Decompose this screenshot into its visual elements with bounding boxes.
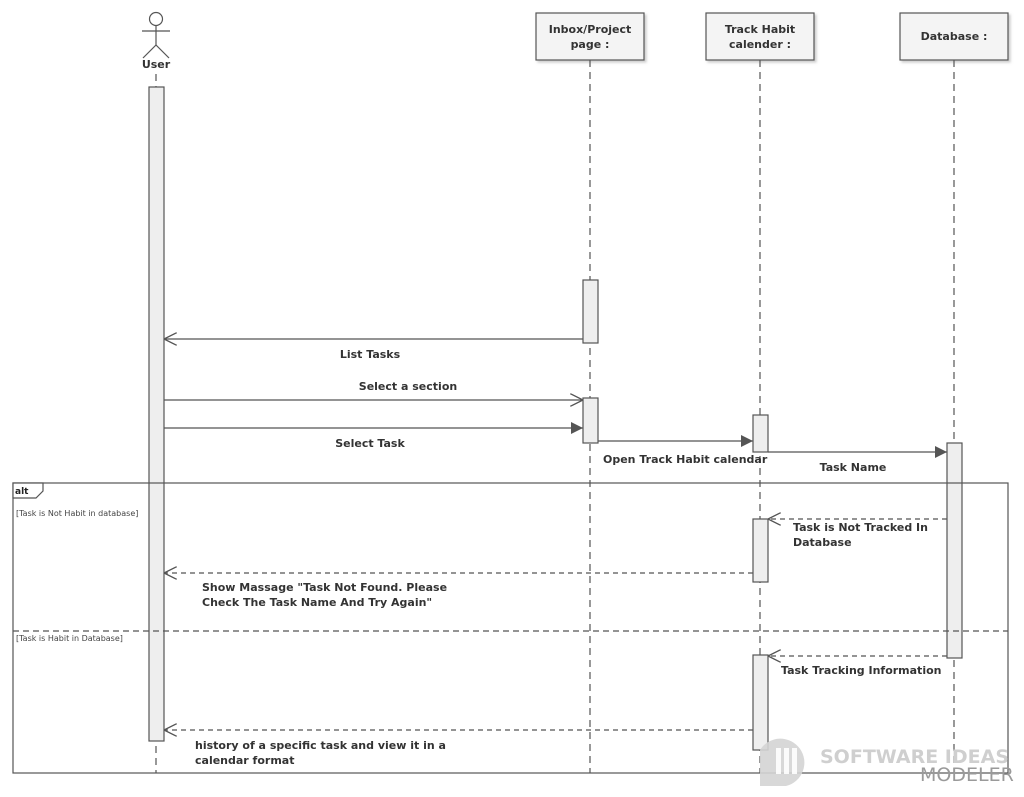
alt-fragment: alt [Task is Not Habit in database] [Tas… bbox=[12, 482, 1009, 774]
participant-track-label-line1: Track Habit bbox=[725, 23, 795, 36]
watermark-line-1: SOFTWARE IDEAS bbox=[820, 746, 1009, 768]
message-list-tasks-label: List Tasks bbox=[340, 348, 401, 361]
participant-inbox-label-line2: page : bbox=[571, 38, 610, 51]
participant-track-habit-calender: Track Habit calender : bbox=[705, 12, 815, 61]
message-open-track-habit: Open Track Habit calendar bbox=[598, 435, 768, 466]
inbox-activation-1 bbox=[582, 279, 599, 344]
message-not-tracked-label-2: Database bbox=[793, 536, 852, 549]
participant-database-label: Database : bbox=[921, 30, 988, 43]
message-show-massage: Show Massage "Task Not Found. Please Che… bbox=[164, 573, 753, 609]
alt-guard-1: [Task is Not Habit in database] bbox=[16, 509, 138, 518]
message-not-tracked-label-1: Task is Not Tracked In bbox=[793, 521, 928, 534]
message-select-section: Select a section bbox=[164, 380, 583, 400]
software-ideas-modeler-watermark: SOFTWARE IDEAS MODELER bbox=[760, 738, 1014, 786]
track-activation-2 bbox=[752, 518, 769, 583]
participant-inbox-label-line1: Inbox/Project bbox=[549, 23, 632, 36]
participant-inbox-project-page: Inbox/Project page : bbox=[535, 12, 645, 61]
message-show-massage-label-2: Check The Task Name And Try Again" bbox=[202, 596, 432, 609]
message-history-label-1: history of a specific task and view it i… bbox=[195, 739, 446, 752]
message-task-name: Task Name bbox=[768, 446, 947, 474]
alt-guard-2: [Task is Habit in Database] bbox=[16, 634, 123, 643]
message-list-tasks: List Tasks bbox=[164, 339, 583, 361]
message-select-task-label: Select Task bbox=[335, 437, 405, 450]
alt-operator-label: alt bbox=[15, 487, 29, 497]
message-history-label-2: calendar format bbox=[195, 754, 294, 767]
message-select-section-label: Select a section bbox=[359, 380, 457, 393]
track-activation-1 bbox=[752, 414, 769, 453]
user-activation bbox=[148, 86, 165, 742]
message-tracking-info: Task Tracking Information bbox=[768, 656, 947, 677]
message-history: history of a specific task and view it i… bbox=[164, 730, 753, 767]
message-show-massage-label-1: Show Massage "Task Not Found. Please bbox=[202, 581, 447, 594]
user-actor-label: User bbox=[142, 58, 171, 71]
message-task-name-label: Task Name bbox=[820, 461, 887, 474]
message-select-task: Select Task bbox=[164, 422, 583, 450]
user-actor bbox=[142, 11, 170, 59]
participant-track-label-line2: calender : bbox=[729, 38, 791, 51]
inbox-activation-2 bbox=[582, 397, 599, 444]
track-activation-3 bbox=[752, 654, 769, 751]
message-open-track-habit-label: Open Track Habit calendar bbox=[603, 453, 768, 466]
database-activation bbox=[946, 442, 963, 659]
message-tracking-info-label: Task Tracking Information bbox=[781, 664, 941, 677]
watermark-line-2: MODELER bbox=[920, 764, 1014, 786]
participant-database: Database : bbox=[899, 12, 1009, 61]
watermark-logo-icon bbox=[760, 738, 805, 786]
message-not-tracked: Task is Not Tracked In Database bbox=[768, 519, 947, 549]
